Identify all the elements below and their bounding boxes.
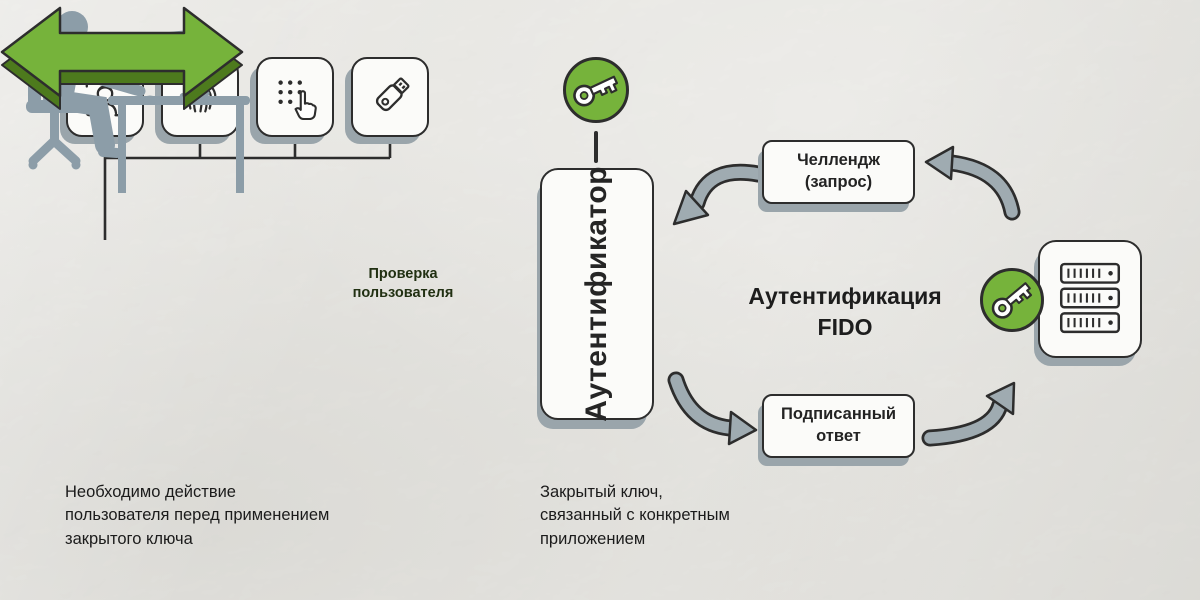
auth-method-card-usb [351,57,429,137]
verification-arrow-label: Проверка пользователя [314,265,492,302]
verification-label-line1: Проверка [368,266,438,282]
caption-left-line1: Необходимо действие [65,483,236,501]
fido-title-line1: Аутентификация [748,283,942,309]
fido-title-line2: FIDO [817,314,873,341]
challenge-box: Челлендж (запрос) [762,140,915,204]
caption-left-line3: закрытого ключа [65,529,193,548]
server-icon [1059,262,1121,334]
response-label-line1: Подписанный [780,405,897,424]
face-recognition-icon [85,77,125,117]
authenticator-card: Аутентификатор [540,166,654,422]
key-icon [573,75,619,107]
caption-left-line2: пользователя перед применением [65,506,330,525]
authenticator-key-badge [563,57,629,123]
challenge-label-line1: Челлендж [797,151,880,170]
authenticator-label: Аутентификатор [580,166,613,422]
response-label-line2: ответ [816,427,861,445]
pin-touch-icon [278,80,317,120]
auth-method-card-pin [256,57,334,137]
method-connector-lines [103,134,392,240]
key-icon [991,282,1033,319]
fido-cycle-title: Аутентификация FIDO [730,281,960,343]
arrow-response-to-server [921,381,1016,447]
fingerprint-icon [185,81,217,113]
arrow-server-to-challenge [924,145,1021,221]
caption-center-line1: Закрытый ключ, [540,483,663,501]
caption-center-line3: приложением [540,529,646,548]
caption-center-line2: связанный с конкретным [540,506,730,525]
caption-private-key: Закрытый ключ, связанный с конкретным пр… [540,481,730,551]
auth-method-card-face [66,57,144,137]
challenge-label-line2: (запрос) [804,173,873,191]
signed-response-box: Подписанный ответ [762,394,915,458]
arrow-authenticator-to-response [667,371,758,446]
verification-label-line2: пользователя [352,284,454,301]
usb-key-icon [375,77,410,112]
server-card [1038,240,1142,358]
caption-user-action: Необходимо действие пользователя перед п… [65,481,329,551]
auth-method-card-fingerprint [161,57,239,137]
server-key-badge [980,268,1044,332]
arrow-challenge-to-authenticator [672,163,767,226]
key-to-authenticator-connector [594,131,598,163]
